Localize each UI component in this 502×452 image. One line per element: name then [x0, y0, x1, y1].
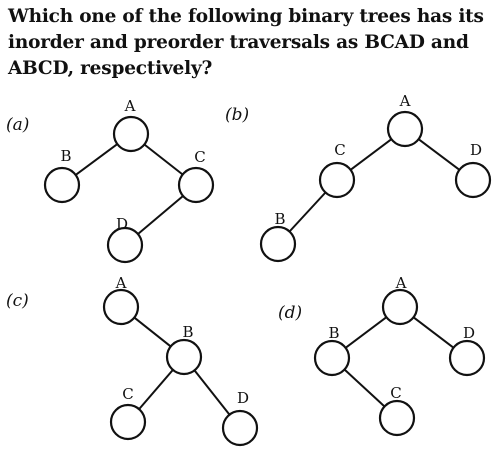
node-c-circle — [109, 403, 147, 441]
node-b-label: B — [60, 147, 71, 165]
edge-a-c — [143, 143, 184, 176]
node-a-label: A — [395, 274, 407, 292]
option-b-tree: (b) A C D B — [225, 92, 492, 263]
node-c-circle — [378, 399, 416, 437]
node-d-circle — [448, 339, 486, 377]
node-a-circle — [112, 115, 150, 153]
node-d-circle — [221, 409, 259, 447]
node-b-label: B — [182, 323, 193, 341]
edge-a-b — [345, 316, 387, 349]
edge-b-d — [193, 369, 231, 416]
option-d-tree: (d) A B D C — [278, 274, 486, 437]
node-c-label: C — [334, 141, 345, 159]
option-b-label: (b) — [225, 105, 249, 125]
edge-b-c — [138, 369, 174, 410]
option-a-label: (a) — [6, 115, 29, 135]
node-d-label: D — [237, 389, 249, 407]
edge-a-b — [75, 143, 118, 176]
edge-c-d — [137, 195, 184, 235]
edge-c-b — [288, 191, 327, 233]
edge-a-c — [350, 138, 392, 171]
node-b-circle — [165, 338, 203, 376]
option-d-label: (d) — [278, 303, 302, 323]
node-a-circle — [102, 288, 140, 326]
node-b-circle — [259, 225, 297, 263]
node-a-label: A — [399, 92, 411, 110]
node-b-circle — [43, 166, 81, 204]
edge-a-b — [133, 316, 172, 348]
edge-b-c — [343, 368, 386, 408]
node-a-label: A — [124, 97, 136, 115]
node-b-label: B — [274, 210, 285, 228]
node-c-label: C — [194, 148, 205, 166]
node-a-label: A — [115, 274, 127, 292]
node-d-circle — [106, 226, 144, 264]
node-a-circle — [386, 110, 424, 148]
node-d-label: D — [116, 215, 128, 233]
node-c-circle — [177, 166, 215, 204]
option-c-label: (c) — [6, 291, 29, 311]
option-a-tree: (a) A B C D — [6, 97, 215, 264]
edge-a-d — [418, 138, 460, 171]
node-c-label: C — [122, 385, 133, 403]
node-b-circle — [313, 339, 351, 377]
node-d-label: D — [470, 141, 482, 159]
node-d-label: D — [463, 324, 475, 342]
node-a-circle — [381, 288, 419, 326]
node-c-label: C — [390, 384, 401, 402]
node-c-circle — [318, 161, 356, 199]
question-text: Which one of the following binary trees … — [8, 6, 484, 79]
node-d-circle — [454, 161, 492, 199]
node-b-label: B — [328, 324, 339, 342]
edge-a-d — [412, 316, 455, 349]
option-c-tree: (c) A B C D — [6, 274, 259, 447]
